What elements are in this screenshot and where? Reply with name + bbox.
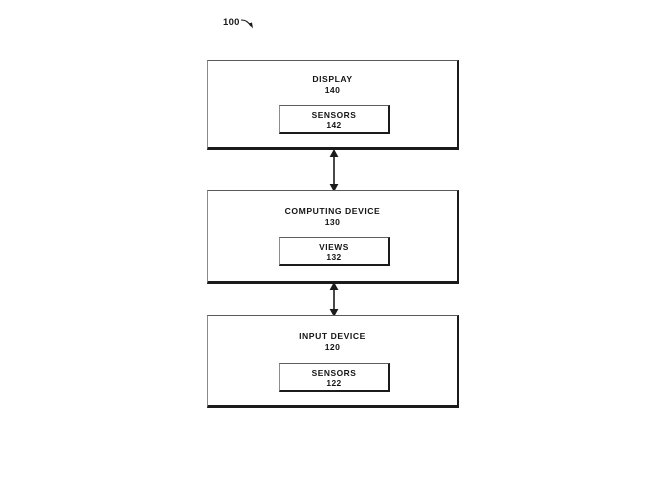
block-computing-device-title: COMPUTING DEVICE — [284, 206, 381, 216]
connector-computing-input-double-arrow-icon — [329, 282, 339, 317]
subblock-display-sensors: SENSORS 142 — [279, 105, 390, 134]
block-display-number: 140 — [324, 85, 341, 95]
subblock-input-device-sensors: SENSORS 122 — [279, 363, 390, 392]
subblock-computing-device-views-title: VIEWS — [319, 242, 349, 252]
block-display-title: DISPLAY — [312, 74, 353, 84]
connector-display-computing-double-arrow-icon — [329, 149, 339, 192]
subblock-display-sensors-title: SENSORS — [311, 110, 357, 120]
subblock-input-device-sensors-title: SENSORS — [311, 368, 357, 378]
subblock-input-device-sensors-number: 122 — [326, 378, 342, 388]
figure-reference-label: 100 — [223, 17, 240, 28]
block-input-device-title: INPUT DEVICE — [299, 331, 366, 341]
block-computing-device: COMPUTING DEVICE 130 VIEWS 132 — [207, 190, 459, 284]
figure-reference-lead-line-icon — [240, 19, 253, 29]
subblock-display-sensors-number: 142 — [326, 120, 342, 130]
subblock-computing-device-views: VIEWS 132 — [279, 237, 390, 266]
subblock-computing-device-views-number: 132 — [326, 252, 342, 262]
block-computing-device-number: 130 — [324, 217, 341, 227]
block-input-device: INPUT DEVICE 120 SENSORS 122 — [207, 315, 459, 408]
block-input-device-number: 120 — [324, 342, 341, 352]
block-display: DISPLAY 140 SENSORS 142 — [207, 60, 459, 150]
